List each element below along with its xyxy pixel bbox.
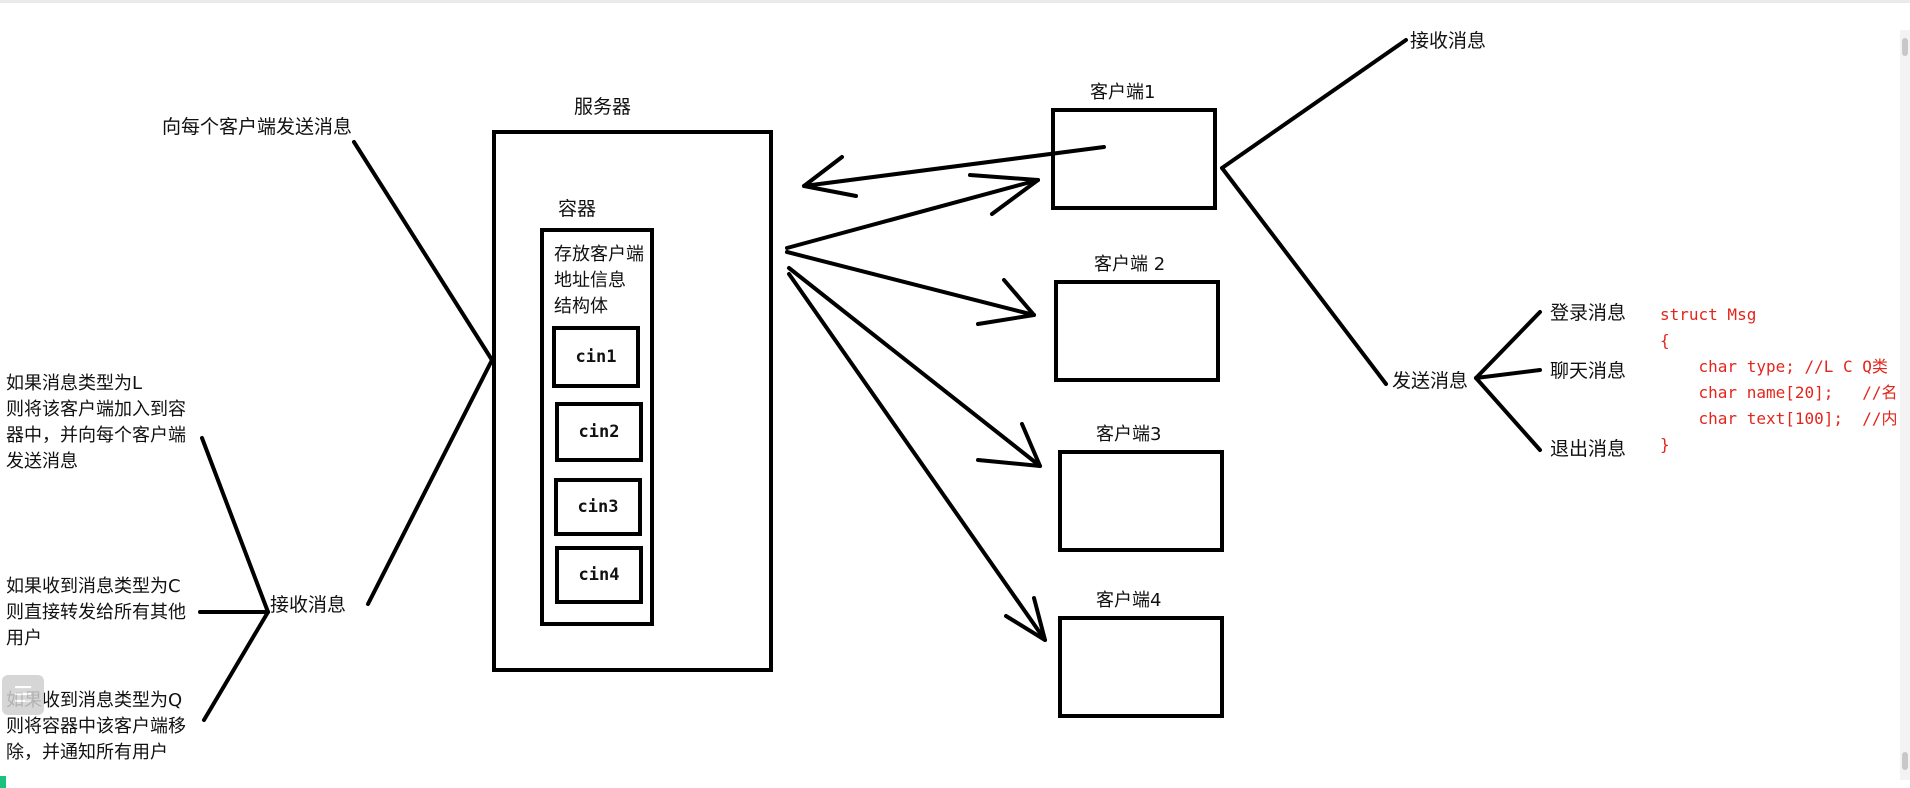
client2-label: 客户端 2: [1094, 254, 1166, 275]
scroll-thumb-top[interactable]: [1902, 38, 1908, 56]
server-to-client3-line: [787, 266, 1042, 468]
broadcast-label: 向每个客户端发送消息: [162, 116, 353, 138]
top-border: [0, 0, 1910, 3]
slot-cin2: cin2: [555, 402, 643, 462]
client4-box: [1058, 616, 1224, 718]
code-line-3: char type; //L C Q类: [1660, 357, 1888, 376]
note-l-line-2: 则将该客户端加入到容: [6, 399, 186, 420]
client3-box: [1058, 450, 1224, 552]
note-q-line-2: 则将容器中该客户端移: [6, 716, 186, 737]
vertical-scrollbar[interactable]: [1900, 30, 1910, 780]
note-q-line-3: 除，并通知所有用户: [6, 742, 168, 763]
note-l-connector: [200, 436, 270, 614]
list-icon[interactable]: ☰: [2, 675, 44, 715]
receive-connector: [366, 358, 494, 606]
server-to-client1-line: [785, 178, 1040, 250]
client3-label: 客户端3: [1096, 424, 1162, 445]
code-line-5: char text[100]; //内: [1660, 409, 1896, 428]
note-q-line-1: 如果收到消息类型为Q: [6, 690, 183, 711]
type-quit-label: 退出消息: [1550, 438, 1627, 460]
client1-to-server-arrow: [802, 155, 858, 198]
login-connector: [1474, 310, 1542, 380]
broadcast-connector: [352, 140, 494, 362]
container-text-3: 结构体: [554, 296, 608, 317]
container-box: [540, 228, 654, 626]
type-chat-label: 聊天消息: [1550, 360, 1627, 382]
scroll-thumb-bottom[interactable]: [1902, 752, 1908, 770]
server-to-client2-arrow: [976, 278, 1036, 326]
right-send-label: 发送消息: [1392, 370, 1469, 392]
left-receive-label: 接收消息: [270, 594, 347, 616]
container-text-2: 地址信息: [554, 270, 626, 291]
server-to-client1-arrow: [968, 173, 1040, 216]
server-to-client3-arrow: [976, 422, 1042, 468]
note-l-line-1: 如果消息类型为L: [6, 373, 143, 394]
chat-connector: [1474, 368, 1542, 380]
server-to-client2-line: [785, 250, 1036, 317]
container-label: 容器: [558, 198, 597, 220]
server-label: 服务器: [574, 96, 632, 118]
client1-label: 客户端1: [1090, 82, 1156, 103]
status-indicator: [0, 776, 6, 788]
note-c-line-3: 用户: [6, 628, 42, 649]
note-c-line-2: 则直接转发给所有其他: [6, 602, 186, 623]
slot-cin3: cin3: [554, 478, 642, 536]
note-l-line-4: 发送消息: [6, 451, 78, 472]
server-to-client4-arrow: [1004, 596, 1047, 642]
code-block: struct Msg { char type; //L C Q类 char na…: [1660, 302, 1896, 472]
code-line-6: }: [1660, 435, 1670, 454]
container-text-1: 存放客户端: [554, 244, 644, 265]
server-box: [492, 130, 773, 672]
client1-box: [1051, 108, 1217, 210]
client1-send-connector: [1220, 166, 1388, 386]
note-l-line-3: 器中，并向每个客户端: [6, 425, 186, 446]
note-c-line-1: 如果收到消息类型为C: [6, 576, 181, 597]
slot-cin4: cin4: [555, 546, 643, 604]
client4-label: 客户端4: [1096, 590, 1162, 611]
code-line-4: char name[20]; //名: [1660, 383, 1896, 402]
slot-cin1: cin1: [552, 326, 640, 388]
quit-connector: [1474, 376, 1542, 452]
client1-receive-connector: [1220, 38, 1408, 170]
type-login-label: 登录消息: [1550, 302, 1627, 324]
client2-box: [1054, 280, 1220, 382]
right-receive-label: 接收消息: [1410, 30, 1487, 52]
server-to-client4-line: [787, 272, 1047, 642]
code-line-2: {: [1660, 331, 1670, 350]
code-line-1: struct Msg: [1660, 305, 1757, 324]
note-q-connector: [202, 610, 270, 722]
